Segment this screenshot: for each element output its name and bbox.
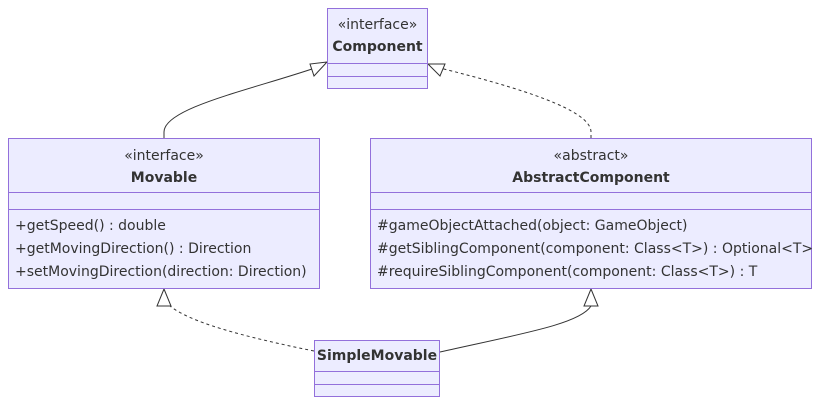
class-name: Movable [130, 170, 198, 186]
class-name: SimpleMovable [316, 348, 438, 364]
edge-abstractcomponent-to-component [439, 67, 592, 138]
method-item: #gameObjectAttached(object: GameObject) [377, 218, 688, 234]
class-header: «interface» Component [328, 9, 427, 64]
class-component[interactable]: «interface» Component [327, 8, 428, 89]
class-movable[interactable]: «interface» Movable +getSpeed() : double… [8, 138, 320, 289]
class-abstract-component[interactable]: «abstract» AbstractComponent #gameObject… [370, 138, 814, 289]
stereotype-label: «interface» [337, 17, 418, 33]
class-simple-movable[interactable]: SimpleMovable [314, 340, 440, 397]
method-item: +getSpeed() : double [15, 218, 166, 234]
class-name: AbstractComponent [512, 170, 670, 186]
realization-arrowhead-icon [426, 63, 446, 77]
edge-movable-to-component [163, 67, 316, 138]
inheritance-arrowhead-icon [583, 287, 599, 307]
class-name: Component [332, 39, 423, 55]
class-header: SimpleMovable [315, 341, 439, 372]
inheritance-arrowhead-icon [309, 61, 329, 77]
method-item: +getMovingDirection() : Direction [15, 241, 252, 257]
stereotype-label: «abstract» [553, 148, 629, 164]
method-list: +getSpeed() : double +getMovingDirection… [15, 215, 317, 284]
edge-simplemovable-to-movable [169, 305, 315, 352]
method-list: #gameObjectAttached(object: GameObject) … [377, 215, 814, 284]
stereotype-label: «interface» [124, 148, 204, 164]
realization-arrowhead-icon [156, 287, 172, 307]
method-item: #getSiblingComponent(component: Class<T>… [377, 241, 814, 257]
method-item: +setMovingDirection(direction: Direction… [15, 264, 307, 280]
method-item: #requireSiblingComponent(component: Clas… [377, 264, 758, 280]
edge-simplemovable-to-abstractcomponent [439, 305, 592, 353]
compartment-divider [371, 209, 811, 210]
compartment-divider [328, 76, 427, 77]
compartment-divider [315, 384, 439, 385]
class-header: «abstract» AbstractComponent [371, 139, 811, 193]
compartment-divider [9, 209, 319, 210]
class-header: «interface» Movable [9, 139, 319, 193]
